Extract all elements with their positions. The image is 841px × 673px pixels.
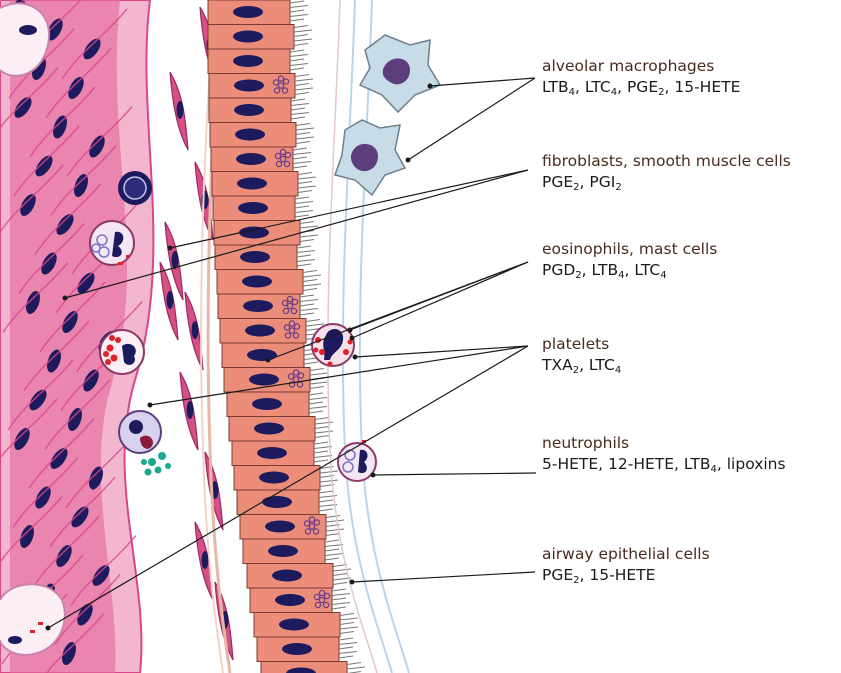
mediator-list: PGE2, PGI2 [542, 172, 791, 198]
eosinophil-tissue [100, 330, 144, 374]
label-name: alveolar macrophages [542, 56, 740, 77]
leader-macrophage-1 [430, 78, 535, 86]
label-name: fibroblasts, smooth muscle cells [542, 151, 791, 172]
epithelial-cell [209, 98, 309, 123]
label-eosinophils: eosinophils, mast cells PGD2, LTB4, LTC4 [542, 239, 717, 286]
epithelial-cell [208, 0, 308, 25]
mast-cell [119, 411, 171, 476]
mediator-list: 5-HETE, 12-HETE, LTB4, lipoxins [542, 454, 786, 480]
label-name: airway epithelial cells [542, 544, 710, 565]
epithelial-cell [215, 245, 315, 270]
mediator-list: LTB4, LTC4, PGE2, 15-HETE [542, 77, 740, 103]
epithelial-cell [209, 74, 313, 99]
label-fibroblasts: fibroblasts, smooth muscle cells PGE2, P… [542, 151, 791, 198]
epithelial-cell [237, 490, 337, 515]
epithelial-cell [261, 662, 365, 673]
epithelial-cell [247, 564, 351, 589]
lymphocyte [118, 171, 152, 205]
epithelial-cell [240, 515, 344, 540]
epithelial-cell [227, 392, 327, 417]
epithelial-cell [254, 613, 358, 638]
label-neutrophils: neutrophils 5-HETE, 12-HETE, LTB4, lipox… [542, 433, 786, 480]
neutrophil-tissue [90, 221, 134, 265]
epithelial-cell [232, 441, 332, 466]
epithelial-cell [220, 319, 324, 344]
epithelial-cell [250, 588, 350, 613]
epithelial-cell [218, 294, 318, 319]
mediator-list: TXA2, LTC4 [542, 355, 621, 381]
epithelial-cell [257, 637, 357, 662]
mediator-list: PGD2, LTB4, LTC4 [542, 260, 717, 286]
epithelial-cell [217, 270, 321, 295]
label-alveolar-macrophages: alveolar macrophages LTB4, LTC4, PGE2, 1… [542, 56, 740, 103]
leader-platelet-1 [355, 346, 528, 357]
epithelial-cell [243, 539, 343, 564]
mediator-list: PGE2, 15-HETE [542, 565, 710, 591]
epithelial-cell [222, 343, 322, 368]
epithelial-cell [213, 196, 313, 221]
epithelial-cell [208, 49, 308, 74]
label-name: platelets [542, 334, 621, 355]
epithelial-cell [211, 147, 311, 172]
fibroblast [180, 372, 198, 450]
alveolar-macrophage-1 [360, 35, 440, 112]
leader-eosinophil-2 [352, 262, 528, 338]
epithelial-cell [208, 25, 312, 50]
epithelial-cell [229, 417, 333, 442]
label-airway-epithelial: airway epithelial cells PGE2, 15-HETE [542, 544, 710, 591]
epithelial-cell [212, 172, 316, 197]
label-platelets: platelets TXA2, LTC4 [542, 334, 621, 381]
leader-neutrophil [373, 473, 536, 475]
fibroblast [170, 72, 188, 150]
epithelial-cell [210, 123, 314, 148]
label-name: neutrophils [542, 433, 786, 454]
label-name: eosinophils, mast cells [542, 239, 717, 260]
alveolar-macrophage-2 [335, 120, 405, 195]
epithelial-cell [234, 466, 338, 491]
